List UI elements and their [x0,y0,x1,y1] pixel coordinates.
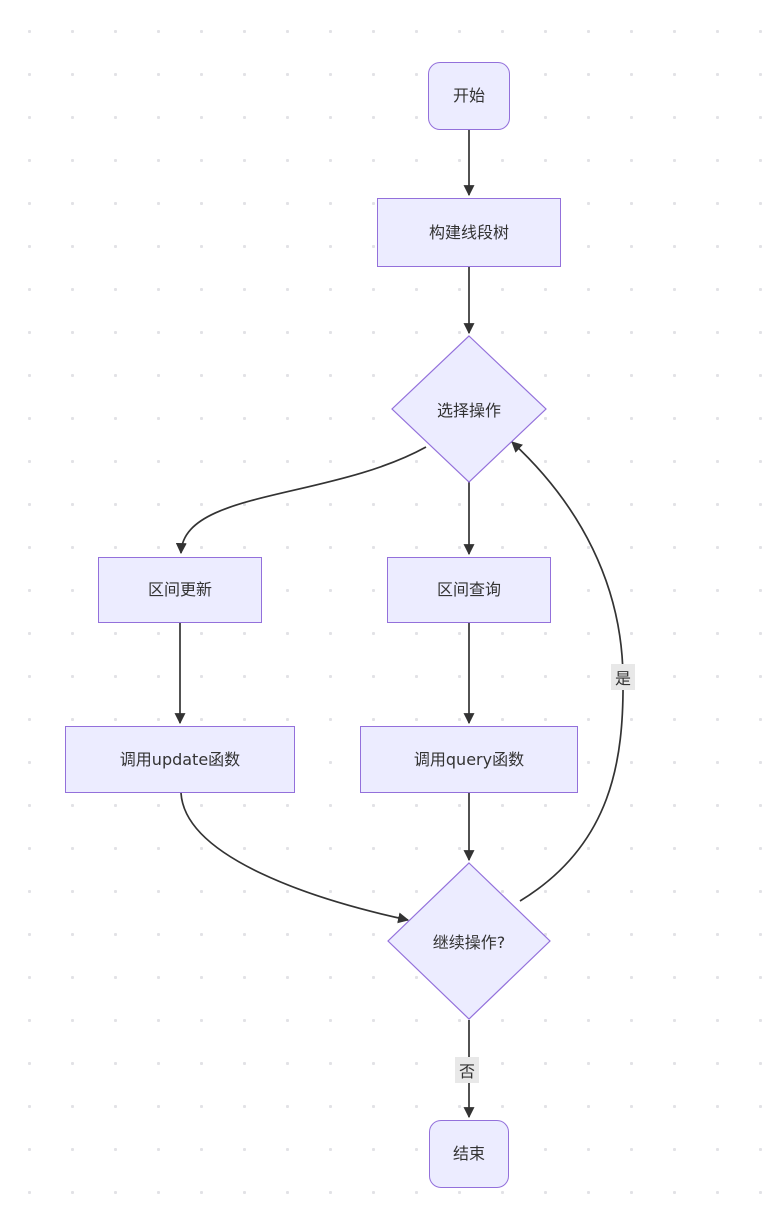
node-start: 开始 [428,62,510,130]
edge-callupdate-continue [180,792,410,924]
node-build-segment-tree: 构建线段树 [377,198,561,267]
node-call-query-function: 调用query函数 [360,726,578,793]
node-continue-question-label: 继续操作? [432,933,506,952]
node-call-update-function: 调用update函数 [65,726,295,793]
edge-choose-update [175,446,427,555]
node-choose-operation-label: 选择操作 [436,401,502,420]
edge-continue-choose-yes [511,441,624,902]
node-continue-diamond-shape [387,862,551,1020]
edge-label-yes: 是 [610,664,636,690]
node-choose-diamond-shape [391,335,547,483]
node-end: 结束 [429,1120,509,1188]
node-range-query: 区间查询 [387,557,551,623]
node-range-update: 区间更新 [98,557,262,623]
edge-label-no: 否 [454,1057,480,1083]
